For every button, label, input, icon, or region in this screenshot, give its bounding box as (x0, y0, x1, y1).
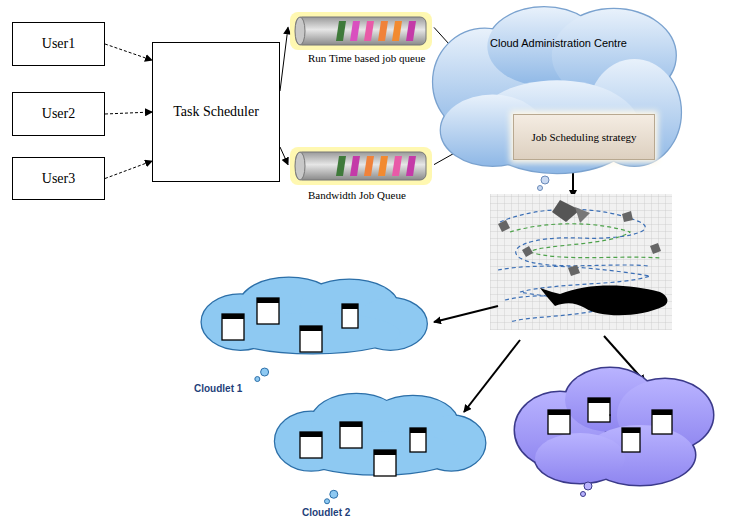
box-label: User3 (42, 171, 75, 187)
job-queue: Run Time based job queue (288, 10, 434, 68)
connector (280, 27, 288, 91)
cloudlet-cloud (515, 368, 713, 497)
connector (105, 44, 152, 60)
scheduler-box: Task Scheduler (152, 42, 280, 182)
arrow (434, 306, 498, 322)
whale-illustration (490, 194, 672, 330)
box-label: User1 (42, 36, 75, 52)
bubble (538, 186, 543, 191)
cloudlet-label: Cloudlet 2 (302, 507, 350, 518)
box-label: Task Scheduler (173, 104, 259, 120)
cloudlet-label: Cloudlet 1 (194, 383, 242, 394)
box-label: Job Scheduling strategy (531, 131, 636, 143)
cloud-title: Cloud Administration Centre (490, 37, 627, 49)
user-box: User2 (12, 92, 105, 136)
bubble (541, 176, 549, 184)
box-label: User2 (42, 106, 75, 122)
arrow (572, 172, 574, 197)
arrow (464, 340, 520, 412)
connector (280, 147, 288, 165)
cloudlet: Cloudlet 1 (192, 276, 434, 394)
queue-label: Bandwidth Job Queue (308, 189, 406, 201)
cloud-outline (266, 392, 492, 518)
job-queue: Bandwidth Job Queue (288, 145, 434, 215)
connector (105, 161, 152, 179)
cloudlet: Cloudlet 2 (266, 392, 492, 518)
queue-label: Run Time based job queue (308, 52, 425, 64)
admin-cloud: Cloud Administration CentreJob Schedulin… (428, 2, 686, 180)
queue-cylinder (288, 145, 434, 187)
strategy-box: Job Scheduling strategy (513, 114, 655, 160)
connector (105, 112, 152, 114)
queue-cylinder (288, 10, 434, 52)
user-box: User1 (12, 22, 105, 66)
user-box: User3 (12, 157, 105, 200)
cloud-outline (192, 276, 434, 394)
